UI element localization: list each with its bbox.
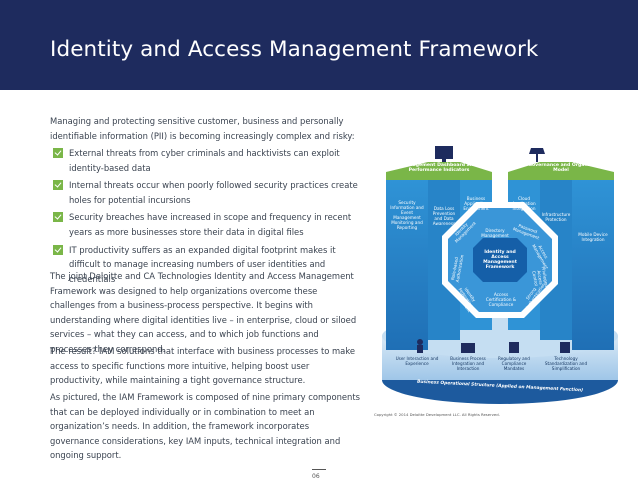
left-outer-column [386,180,428,350]
right-outer-column [572,180,614,350]
list-item-text: Security breaches have increased in scop… [69,212,352,237]
lock-icon [509,342,519,353]
iam-framework-diagram: Management Dashboard and Performance Ind… [370,140,630,410]
base-item-business-process: Business Process Integration and Interac… [450,356,486,371]
infrastructure-label: Infrastructure Protection [541,212,571,222]
monitor-icon [435,146,453,159]
security-monitoring-label: Security Information and Event Managemen… [390,200,424,230]
monitor-stand [442,159,446,162]
checkmark-icon [53,244,63,255]
dlp-label: Data Loss Prevention and Data Awareness [432,206,456,226]
list-item: Security breaches have increased in scop… [50,210,360,239]
access-certification-label: Access Certification & Compliance [485,292,517,307]
briefcase-icon [461,343,475,353]
gavel-handle [536,154,538,162]
cloud-app-label: Cloud Application Integration [512,196,536,211]
left-pillar-cap [386,162,492,180]
list-item-text: External threats from cyber criminals an… [69,148,340,173]
base-item-user-interaction: User Interaction and Experience [395,356,439,366]
user-icon [417,339,423,345]
joint-framework-paragraph: The joint Deloitte and CA Technologies I… [50,271,357,354]
list-item: External threats from cyber criminals an… [50,146,360,175]
mobile-device-label: Mobile Device Integration [578,232,608,242]
page-title: Identity and Access Management Framework [50,37,539,62]
base-item-technology: Technology Standardization and Simplific… [544,356,588,371]
list-item: Internal threats occur when poorly follo… [50,178,360,207]
risk-list: External threats from cyber criminals an… [50,146,360,289]
page-number-rule [312,469,326,470]
list-item-text: Internal threats occur when poorly follo… [69,180,358,205]
checkmark-icon [53,148,63,158]
business-app-label: Business Application Enablement [463,196,489,211]
diagram-graphic [382,146,618,404]
result-paragraph: The result? IAM solutions that interface… [50,346,356,386]
gavel-icon [529,148,545,154]
framework-center-label: Identity and Access Management Framework [483,250,517,270]
left-pillar-label: Management Dashboard and Performance Ind… [401,163,477,173]
base-item-regulatory: Regulatory and Compliance Mandates [498,356,530,371]
list-item: IT productivity suffers as an expanded d… [50,243,360,287]
octagon-center [473,238,527,282]
page-number: 06 [312,473,320,480]
directory-management-label: Directory Management [481,228,509,238]
intro-paragraph: Managing and protecting sensitive custom… [50,116,355,141]
user-body [417,345,423,353]
right-pillar-label: IAM Governance and Organization Model [516,163,606,173]
server-icon [560,342,570,353]
copyright-notice: Copyright © 2014 Deloitte Development LL… [374,412,500,417]
right-pillar-cap [508,162,614,180]
page-header: Identity and Access Management Framework [0,0,638,90]
list-item-text: IT productivity suffers as an expanded d… [69,244,336,284]
checkmark-icon [53,180,63,191]
checkmark-icon [53,212,63,223]
components-paragraph: As pictured, the IAM Framework is compos… [50,392,361,461]
